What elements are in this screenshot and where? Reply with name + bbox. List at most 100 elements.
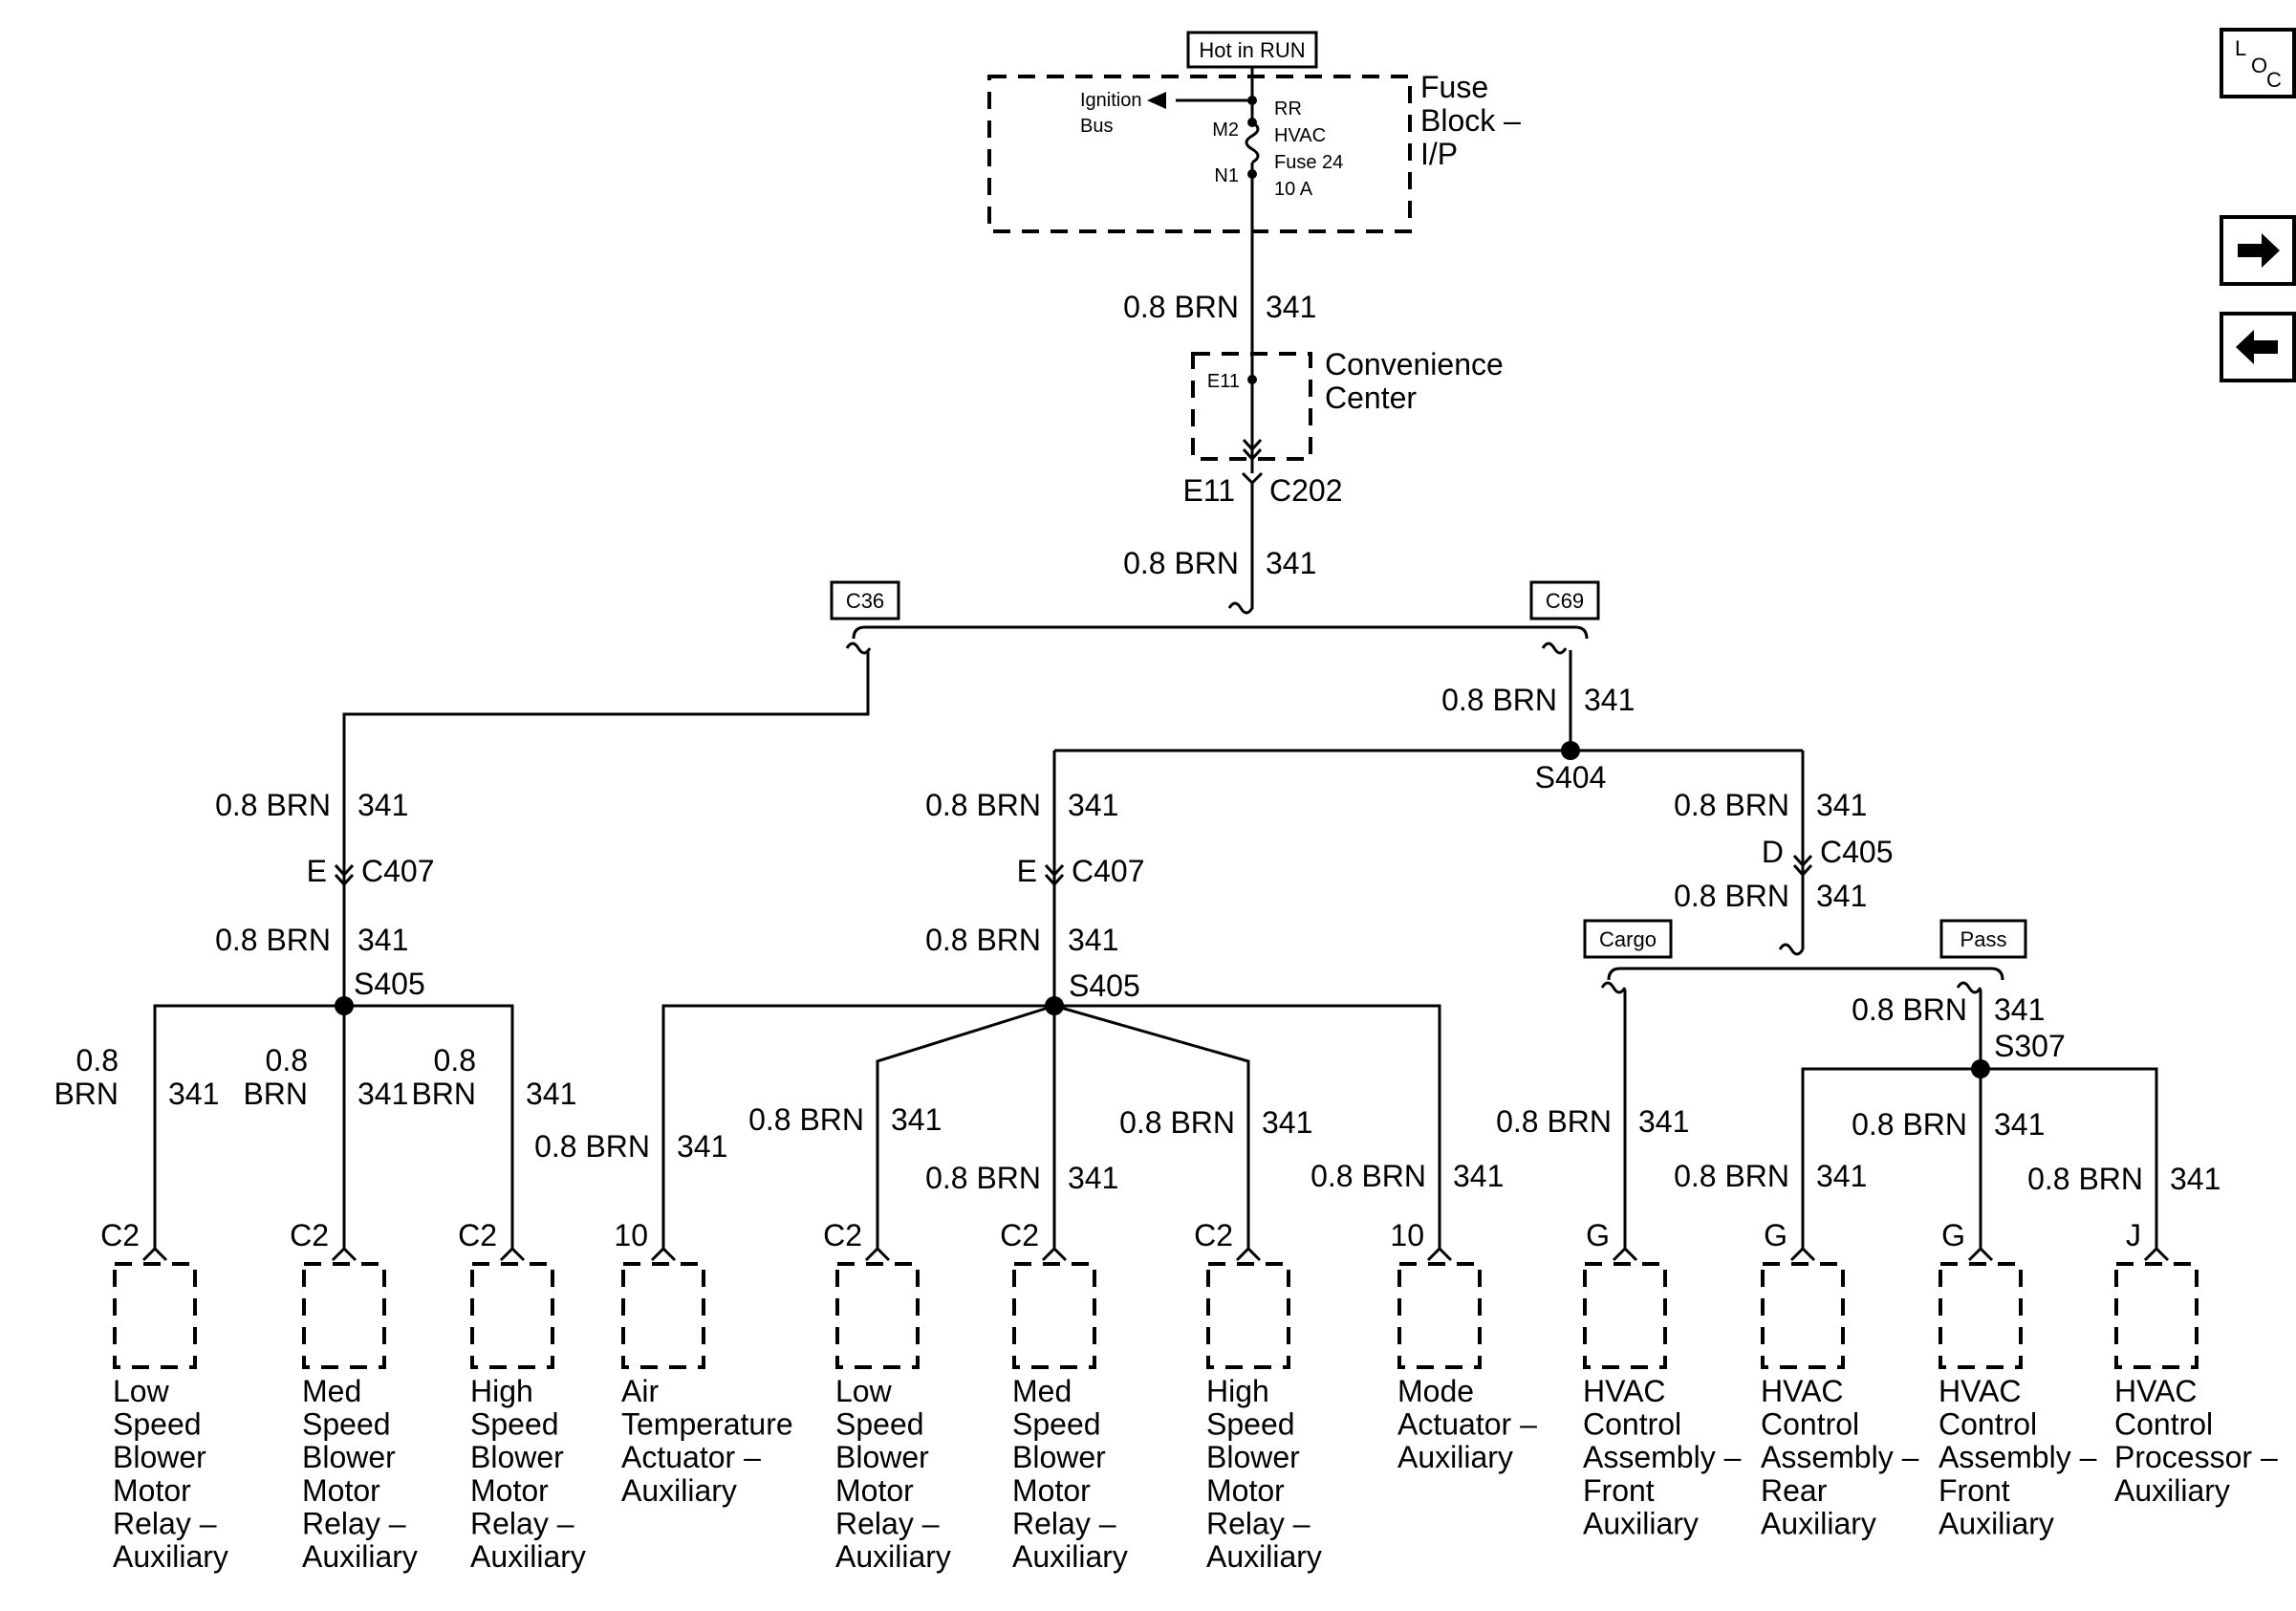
component-11-wire-gauge: 0.8 BRN [2027, 1162, 2143, 1196]
component-0-name: Speed [113, 1407, 202, 1442]
component-11-name: Control [2114, 1407, 2213, 1442]
component-4-name: Auxiliary [835, 1539, 951, 1574]
component-4-wire-gauge: 0.8 BRN [748, 1102, 864, 1137]
loc-button-frame[interactable] [2220, 28, 2296, 98]
component-2-box [470, 1262, 554, 1369]
component-1-pin: C2 [290, 1218, 329, 1252]
component-8-name: Front [1583, 1473, 1655, 1508]
component-2-wire-gauge: BRN [411, 1077, 476, 1111]
component-pin-mark [1612, 1246, 1638, 1262]
loc-button[interactable]: LOC [2220, 28, 2296, 98]
s307-dot [1971, 1059, 1990, 1078]
mid-diag-wire [1053, 1004, 1250, 1251]
pass-inline-connector [1956, 981, 1982, 994]
component-10-name: HVAC [1939, 1374, 2022, 1408]
c69-label: C69 [1546, 589, 1584, 613]
component-5-name: Auxiliary [1012, 1539, 1128, 1574]
component-1-name: Speed [302, 1407, 391, 1442]
right-feed-circuit: 341 [1584, 683, 1635, 717]
loc-letter-l: L [2235, 36, 2246, 60]
e11-dot [1247, 375, 1257, 384]
trunk-wire-1-gauge: 0.8 BRN [1123, 290, 1239, 324]
component-3-name: Temperature [621, 1407, 793, 1442]
component-2-name: Blower [470, 1440, 564, 1474]
back-button[interactable] [2220, 312, 2296, 382]
component-11-name: Processor – [2114, 1440, 2278, 1474]
s405-left-label: S405 [354, 967, 425, 1001]
component-0-name: Low [113, 1374, 170, 1408]
s404-label: S404 [1535, 760, 1607, 795]
component-3-name: Auxiliary [621, 1473, 737, 1508]
component-6-name: Motor [1206, 1473, 1285, 1508]
c405-inline-connector [1778, 943, 1805, 956]
s405-mid-dot [1045, 996, 1064, 1015]
mid-feed-2-circuit: 341 [1068, 923, 1118, 957]
component-4-name: Motor [835, 1473, 914, 1508]
c405-connector [1792, 854, 1813, 868]
component-1-name: Relay – [302, 1506, 406, 1540]
component-11-box [2114, 1262, 2199, 1369]
component-pin-mark [1426, 1246, 1453, 1262]
left-feed-wire [342, 650, 870, 1002]
mid-diag-wire [876, 1004, 1055, 1251]
left-feed-2-circuit: 341 [357, 923, 408, 957]
component-10-name: Auxiliary [1939, 1506, 2054, 1540]
c202-connector [1242, 438, 1263, 452]
component-5-name: Med [1012, 1374, 1072, 1408]
ignition-label: Bus [1080, 116, 1113, 137]
s307-label: S307 [1994, 1029, 2066, 1063]
cargo-box [1583, 919, 1673, 959]
component-8-name: HVAC [1583, 1374, 1666, 1408]
component-6-pin: C2 [1194, 1218, 1233, 1252]
component-4-wire-circuit: 341 [891, 1102, 942, 1137]
component-5-name: Blower [1012, 1440, 1106, 1474]
c407-mid-connector [1044, 863, 1065, 878]
pass-feed-circuit: 341 [1994, 992, 2045, 1027]
bus-dot [1247, 96, 1257, 105]
component-2-name: Motor [470, 1473, 549, 1508]
component-6-name: Blower [1206, 1440, 1300, 1474]
c407-mid-name: C407 [1072, 854, 1145, 888]
cargo-label: Cargo [1599, 927, 1657, 951]
component-8-name: Control [1583, 1407, 1681, 1442]
component-7-box [1397, 1262, 1482, 1369]
left-bus-wire [153, 1004, 514, 1251]
component-6-name: Auxiliary [1206, 1539, 1322, 1574]
fuse-block-name: Fuse [1420, 70, 1488, 104]
component-0-wire-gauge: 0.8 [76, 1043, 119, 1078]
mid-feed-2-gauge: 0.8 BRN [925, 923, 1041, 957]
component-0-wire-gauge: BRN [54, 1077, 119, 1111]
c405-feed-2-circuit: 341 [1816, 879, 1867, 913]
cargo-pass-bracket [1607, 967, 2004, 981]
component-10-name: Front [1939, 1473, 2010, 1508]
component-6-name: Speed [1206, 1407, 1295, 1442]
component-6-name: High [1206, 1374, 1269, 1408]
component-1-wire-circuit: 341 [357, 1077, 408, 1111]
pass-feed-gauge: 0.8 BRN [1852, 992, 1967, 1027]
component-7-pin: 10 [1390, 1218, 1424, 1252]
component-3-wire-gauge: 0.8 BRN [534, 1129, 650, 1164]
component-2-wire-gauge: 0.8 [434, 1043, 476, 1078]
component-2-name: High [470, 1374, 533, 1408]
component-pin-mark [141, 1246, 168, 1262]
component-3-name: Air [621, 1374, 659, 1408]
mid-feed-circuit: 341 [1068, 788, 1118, 822]
c407-mid-pin: E [1017, 854, 1037, 888]
component-0-name: Relay – [113, 1506, 217, 1540]
component-4-name: Speed [835, 1407, 924, 1442]
c407-left-connector [334, 863, 355, 878]
connector-marks [113, 31, 2199, 1369]
component-pin-mark [331, 1246, 357, 1262]
left-arrow-icon [2236, 330, 2278, 364]
component-0-name: Motor [113, 1473, 191, 1508]
forward-button[interactable] [2220, 215, 2296, 286]
component-5-name: Motor [1012, 1473, 1091, 1508]
fuse-pin-dot [1247, 169, 1257, 179]
c202-pin: E11 [1182, 473, 1235, 508]
fuse-block-outline [987, 75, 1412, 233]
c69-box [1529, 580, 1600, 620]
component-11-name: Auxiliary [2114, 1473, 2230, 1508]
component-pin-mark [864, 1246, 891, 1262]
component-1-name: Med [302, 1374, 361, 1408]
c405-connector [1792, 863, 1813, 878]
